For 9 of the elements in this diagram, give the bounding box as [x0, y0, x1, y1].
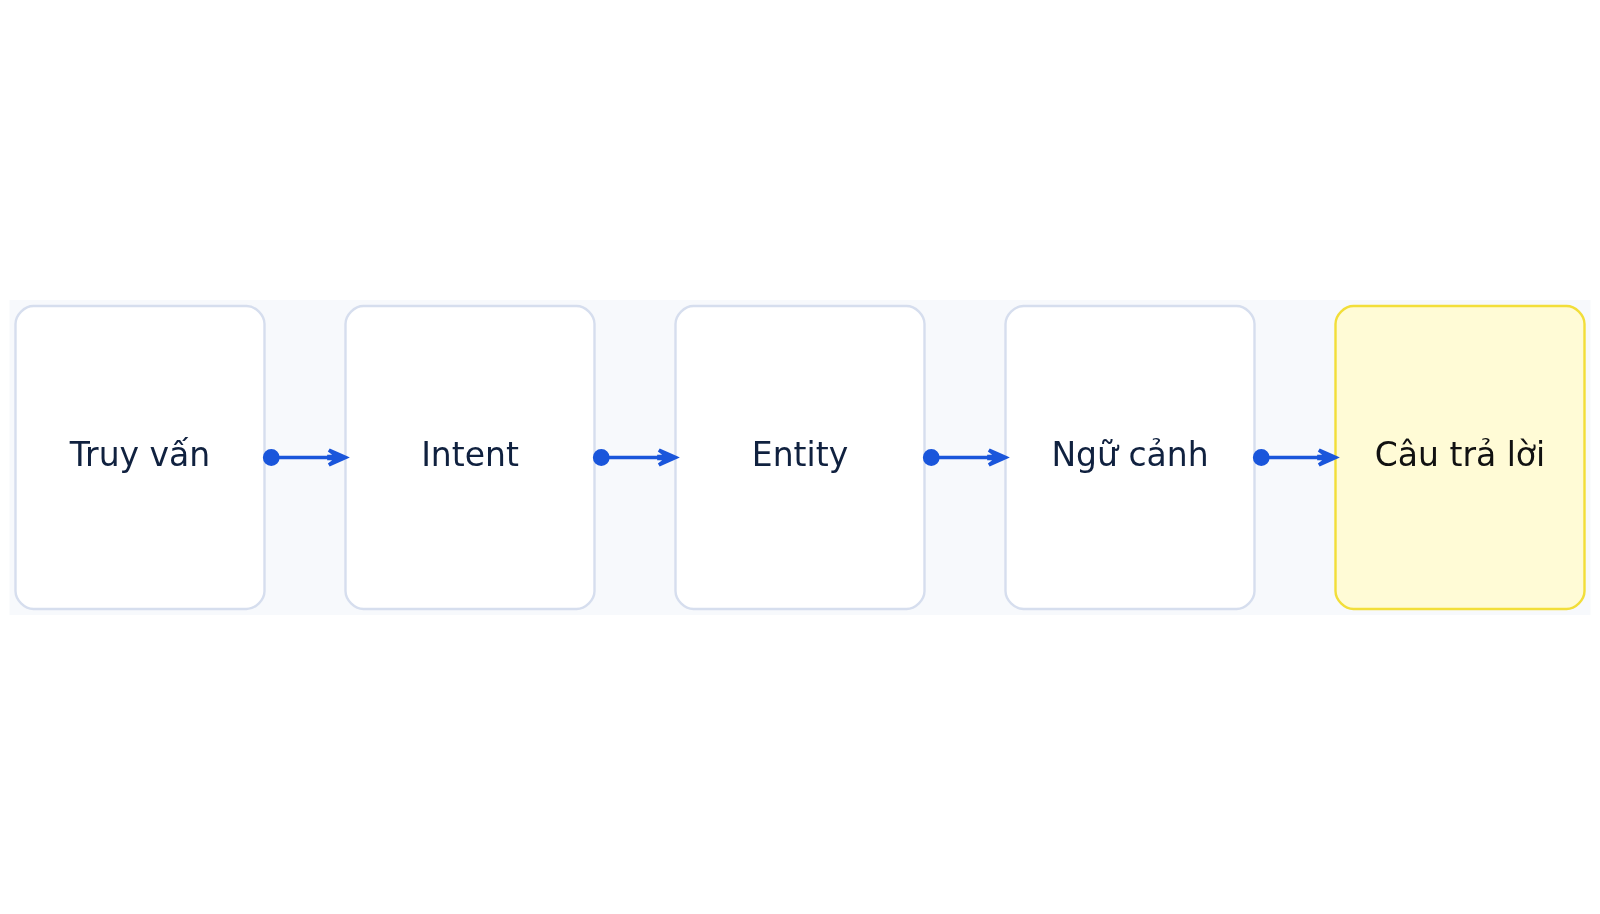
node-box: Ngữ cảnh — [1004, 304, 1256, 610]
node-box: Intent — [344, 304, 596, 610]
node-box: Entity — [674, 304, 926, 610]
arrow — [592, 447, 678, 467]
arrow — [262, 447, 348, 467]
arrow — [922, 447, 1008, 467]
arrow — [1252, 447, 1338, 467]
node-box: Truy vấn — [14, 304, 266, 610]
node-box: Câu trả lời — [1334, 304, 1586, 610]
